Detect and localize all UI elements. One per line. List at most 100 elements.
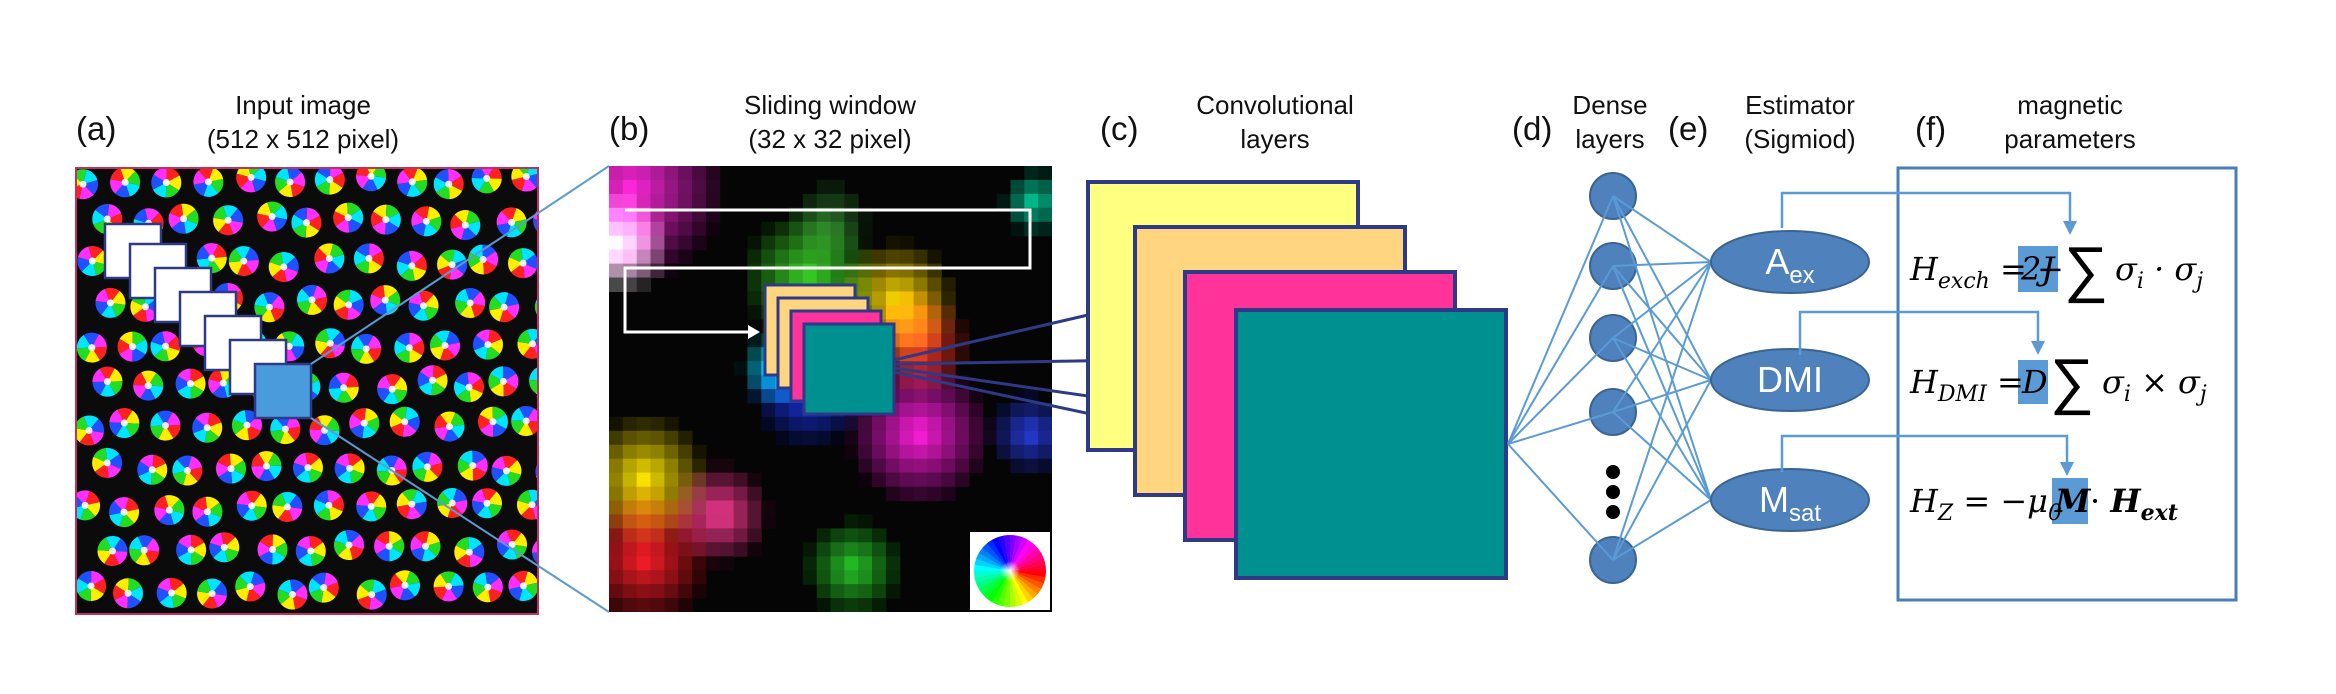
pixel	[913, 333, 928, 348]
skyrmion-sector	[133, 372, 149, 386]
skyrmion-sector	[447, 169, 462, 185]
skyrmion-sector	[537, 367, 538, 369]
pixel	[955, 458, 970, 474]
skyrmion-sector	[109, 422, 125, 436]
skyrmion-sector	[242, 505, 258, 521]
skyrmion-core	[401, 581, 409, 589]
pixel	[913, 291, 928, 306]
skyrmion-sector	[532, 552, 538, 564]
skyrmion-core	[302, 219, 310, 227]
pixel	[609, 528, 624, 543]
skyrmion-sector	[400, 585, 415, 601]
skyrmion	[455, 287, 486, 318]
pixel	[1038, 207, 1052, 223]
skyrmion-core	[85, 426, 93, 434]
skyrmion-sector	[426, 216, 442, 232]
pixel	[830, 193, 845, 209]
skyrmion-sector	[89, 430, 104, 445]
skyrmion-sector	[523, 263, 537, 279]
skyrmion-sector	[144, 538, 160, 552]
skyrmion-sector	[220, 532, 236, 548]
skyrmion-sector	[309, 536, 323, 552]
skyrmion-sector	[104, 287, 120, 303]
skyrmion-sector	[99, 366, 115, 382]
skyrmion-sector	[392, 406, 407, 422]
pixel	[636, 193, 652, 209]
pixel	[899, 235, 915, 251]
skyrmion-sector	[228, 261, 244, 275]
pixel	[941, 472, 956, 488]
skyrmion-sector	[257, 541, 273, 557]
pixel	[636, 514, 652, 529]
pixel	[858, 221, 873, 237]
skyrmion-sector	[228, 248, 244, 263]
pixel	[941, 389, 956, 404]
skyrmion-core	[508, 541, 516, 549]
skyrmion-sector	[411, 256, 427, 271]
pixel	[913, 277, 928, 292]
skyrmion-sector	[425, 541, 441, 557]
skyrmion-sector	[383, 455, 399, 471]
conv-layer-4	[1234, 308, 1508, 580]
skyrmion-core	[129, 343, 137, 351]
skyrmion-sector	[416, 451, 432, 467]
skyrmion-sector	[425, 531, 440, 547]
skyrmion-sector	[280, 251, 296, 267]
skyrmion-sector	[150, 412, 166, 427]
pixel	[1038, 458, 1052, 474]
skyrmion-sector	[243, 247, 259, 262]
pixel	[858, 430, 873, 446]
pixel	[636, 472, 652, 488]
pixel	[1024, 458, 1039, 474]
skyrmion-core	[346, 464, 354, 472]
skyrmion	[295, 536, 326, 567]
skyrmion	[508, 248, 538, 279]
skyrmion-sector	[283, 257, 299, 272]
estimator-label-base: DMI	[1757, 359, 1823, 400]
skyrmion-sector	[305, 452, 320, 468]
arrow-msat	[1780, 434, 2069, 472]
skyrmion-sector	[469, 543, 485, 559]
pixel	[705, 193, 721, 209]
pixel	[802, 416, 818, 432]
panel-f-title-line1: magnetic	[2017, 90, 2123, 120]
skyrmion-sector	[550, 457, 564, 472]
pixel	[858, 444, 873, 460]
skyrmion-core	[247, 173, 255, 181]
skyrmion-sector	[169, 510, 184, 525]
pixel	[1024, 166, 1039, 181]
pixel	[650, 556, 665, 571]
skyrmion-sector	[306, 215, 322, 231]
skyrmion-core	[281, 425, 289, 433]
skyrmion-sector	[228, 208, 244, 223]
skyrmion-sector	[351, 336, 367, 350]
skyrmion-sector	[371, 285, 386, 301]
skyrmion-sector	[190, 383, 204, 399]
skyrmion-sector	[316, 179, 330, 195]
pixel	[872, 444, 887, 460]
pixel	[1010, 402, 1025, 418]
skyrmion-sector	[127, 593, 141, 609]
pixel	[996, 444, 1011, 460]
skyrmion-sector	[432, 365, 447, 381]
skyrmion-sector	[205, 496, 220, 512]
skyrmion-sector	[347, 453, 362, 469]
pixel	[761, 235, 776, 251]
skyrmion-core	[465, 383, 473, 391]
pixel	[609, 542, 624, 557]
skyrmion-sector	[389, 546, 403, 562]
pixel	[1038, 416, 1052, 432]
skyrmion-sector	[409, 340, 425, 356]
eq-z-param: M	[2054, 482, 2092, 520]
skyrmion	[356, 579, 387, 610]
skyrmion-sector	[145, 306, 160, 322]
skyrmion-core	[288, 591, 296, 599]
pixel	[816, 430, 832, 446]
pixel	[650, 193, 665, 209]
pixel	[830, 249, 845, 265]
skyrmion	[468, 244, 499, 275]
skyrmion-sector	[132, 339, 148, 355]
skyrmion-sector	[165, 424, 181, 439]
pixel	[844, 249, 859, 265]
skyrmion-sector	[134, 208, 149, 224]
